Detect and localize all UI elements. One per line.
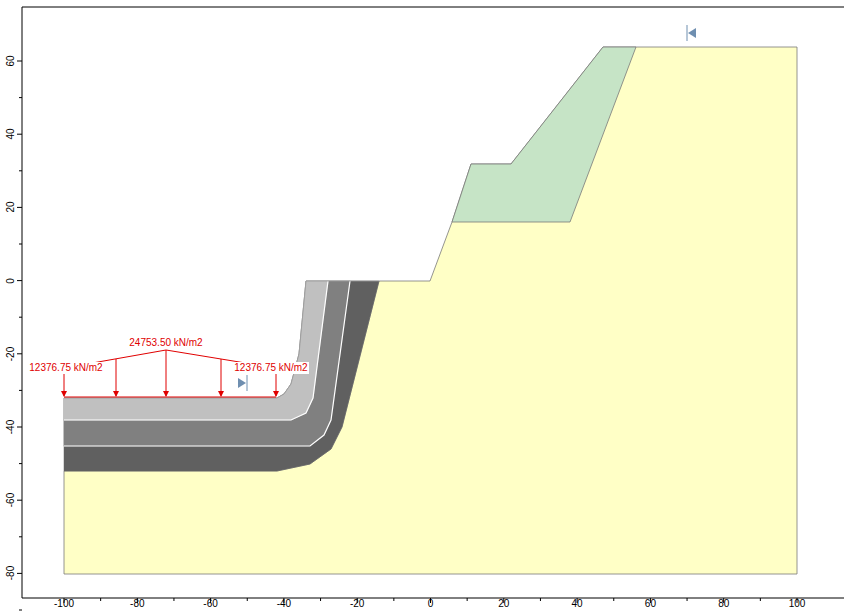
y-tick: [19, 390, 22, 391]
axis-tick-label: -60: [5, 493, 17, 507]
y-tick: [19, 97, 22, 98]
y-tick: [17, 134, 22, 135]
y-tick: [19, 610, 22, 611]
axis-tick-label: -40: [277, 598, 291, 610]
mid-fill-layer: [64, 281, 350, 446]
y-tick: [19, 463, 22, 464]
axis-tick-label: -20: [350, 598, 364, 610]
axis-tick-label: 100: [789, 598, 806, 610]
y-tick: [17, 353, 22, 354]
axis-tick-label: 60: [5, 55, 17, 66]
axis-tick-label: -60: [203, 598, 217, 610]
dark-fill-layer: [64, 281, 379, 471]
load-magnitude: 12376.75 kN/m2: [233, 362, 308, 374]
axis-tick-label: -20: [5, 347, 17, 361]
frame-top: [22, 7, 844, 8]
axis-tick-label: -80: [130, 598, 144, 610]
axis-tick-label: 40: [572, 598, 583, 610]
y-tick: [19, 317, 22, 318]
axis-tick-label: 40: [5, 129, 17, 140]
foundation-soil: [64, 47, 797, 574]
y-tick: [17, 427, 22, 428]
x-tick: [540, 598, 541, 601]
x-tick: [247, 598, 248, 601]
x-tick: [687, 598, 688, 601]
layer-boundary: [64, 281, 328, 420]
axis-tick-label: -100: [54, 598, 74, 610]
axis-tick-label: 60: [645, 598, 656, 610]
y-tick: [17, 573, 22, 574]
axis-tick-label: 0: [5, 278, 17, 284]
load-magnitude: 24753.50 kN/m2: [128, 337, 203, 349]
y-tick: [19, 536, 22, 537]
axis-tick-label: 80: [718, 598, 729, 610]
axis-tick-label: 0: [428, 598, 434, 610]
y-tick: [19, 170, 22, 171]
axis-tick-label: 20: [498, 598, 509, 610]
y-tick: [17, 61, 22, 62]
water-table-marker: [238, 375, 247, 391]
y-tick: [17, 500, 22, 501]
y-tick: [17, 207, 22, 208]
axis-tick-label: -80: [5, 566, 17, 580]
y-tick: [19, 244, 22, 245]
load-magnitude: 12376.75 kN/m2: [28, 362, 103, 374]
axis-tick-label: -40: [5, 420, 17, 434]
axis-tick-label: 20: [5, 202, 17, 213]
x-tick: [613, 598, 614, 601]
y-tick: [17, 280, 22, 281]
ground-surface: [64, 281, 379, 398]
upper-soil-layer: [452, 47, 636, 222]
x-tick: [393, 598, 394, 601]
x-tick: [467, 598, 468, 601]
light-fill-layer: [64, 281, 328, 420]
x-tick: [173, 598, 174, 601]
y-axis: [22, 7, 23, 598]
water-table-marker: [687, 25, 696, 41]
x-tick: [760, 598, 761, 601]
layer-boundary: [64, 281, 350, 446]
x-tick: [100, 598, 101, 601]
x-tick: [320, 598, 321, 601]
